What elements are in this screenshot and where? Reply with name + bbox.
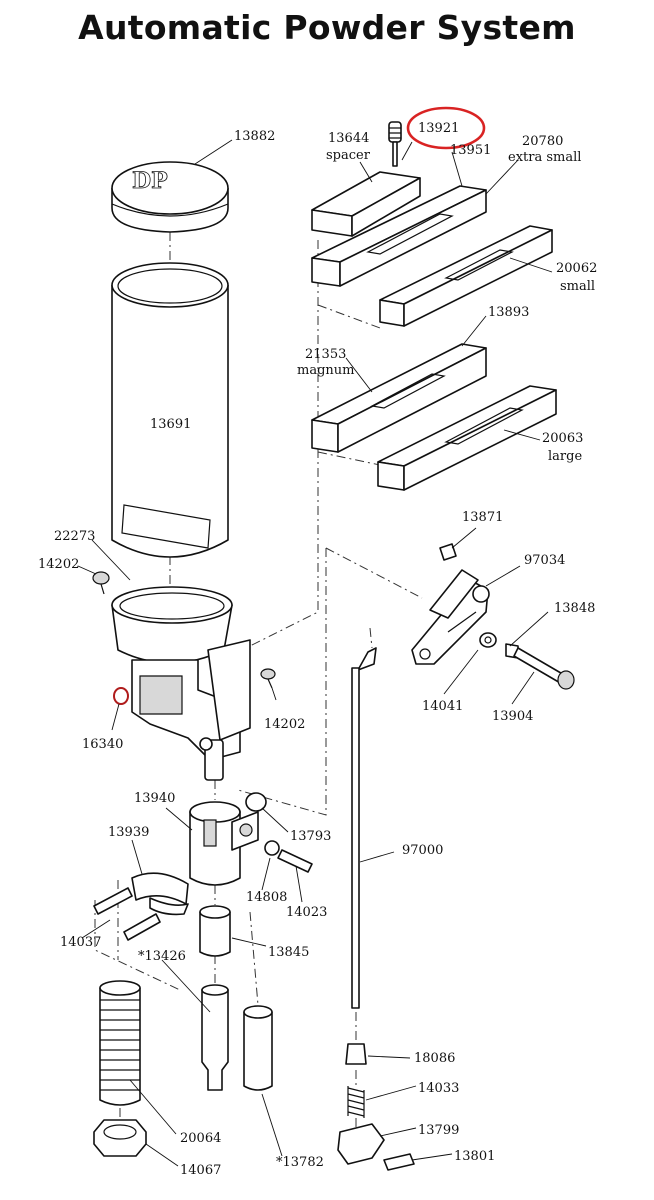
label-14041: 14041 [422,699,463,714]
screw-14202-left [92,571,110,595]
leader-lines [77,139,553,1167]
label-14202-left: 14202 [38,557,79,572]
label-13799: 13799 [418,1123,459,1138]
label-14033: 14033 [418,1081,459,1096]
label-13845: 13845 [268,945,309,960]
bushing-13845 [199,905,231,957]
label-13951: 13951 [450,143,491,158]
bar-21353 [311,343,487,453]
die-20064 [99,980,141,1106]
linkage-97034 [411,569,490,665]
label-13801: 13801 [454,1149,495,1164]
label-13426: *13426 [138,949,186,964]
label-13644: 13644 [328,131,369,146]
label-20063-desc: large [548,449,582,464]
label-13848: 13848 [554,601,595,616]
bar-20063 [377,385,557,491]
label-13782: *13782 [276,1155,324,1170]
bolt-13904 [505,643,575,690]
svg-text:DP: DP [132,168,168,194]
label-20064: 20064 [180,1131,221,1146]
label-13644-desc: spacer [326,148,371,163]
clamp-13939 [131,872,189,916]
screw-13921 [388,121,402,167]
label-22273: 22273 [54,529,95,544]
powder-tube-13691 [111,262,229,558]
plug-16340 [113,687,129,705]
bar-20062 [379,225,553,327]
screw-14202-right [260,668,276,689]
washer-14041 [479,632,497,648]
label-20063: 20063 [542,431,583,446]
label-18086: 18086 [414,1051,455,1066]
label-13691: 13691 [150,417,191,432]
label-13939: 13939 [108,825,149,840]
label-14023: 14023 [286,905,327,920]
label-14067: 14067 [180,1163,221,1178]
rod-97000 [351,647,377,1009]
bar-20780 [311,185,487,287]
locknut-14067 [93,1119,147,1157]
lid-13882: DP [111,161,229,233]
label-13940: 13940 [134,791,175,806]
label-20780-desc: extra small [508,150,581,165]
label-14202-right: 14202 [264,717,305,732]
label-21353: 21353 [305,347,346,362]
part-labels: 13882 13644 spacer 13921 13951 20780 ext… [38,121,597,1178]
screw-14023 [277,849,313,873]
label-20780: 20780 [522,134,563,149]
spacer-13644 [311,171,421,237]
label-14808: 14808 [246,890,287,905]
highlight-circle [406,106,486,150]
label-13882: 13882 [234,129,275,144]
assembly-lines [94,232,423,1128]
hopper-body-22273 [111,586,251,781]
diagram-title: Automatic Powder System [78,8,576,47]
label-13871: 13871 [462,510,503,525]
cap-18086 [345,1043,367,1065]
label-20062: 20062 [556,261,597,276]
label-21353-desc: magnum [297,363,354,378]
nut-14808 [264,840,280,856]
label-97034: 97034 [524,553,565,568]
label-13921: 13921 [418,121,459,136]
label-13893: 13893 [488,305,529,320]
block-13940 [189,801,259,886]
spring-14033 [347,1086,365,1118]
cap-13793 [245,792,267,812]
screws-14037 [93,887,161,941]
label-13793: 13793 [290,829,331,844]
bracket-13799 [337,1123,385,1165]
label-20062-desc: small [560,279,595,294]
plunger-13426 [201,984,229,1091]
label-16340: 16340 [82,737,123,752]
plunger-13782 [243,1005,273,1091]
plate-13801 [383,1153,415,1171]
label-97000: 97000 [402,843,443,858]
label-14037: 14037 [60,935,101,950]
label-13904: 13904 [492,709,533,724]
